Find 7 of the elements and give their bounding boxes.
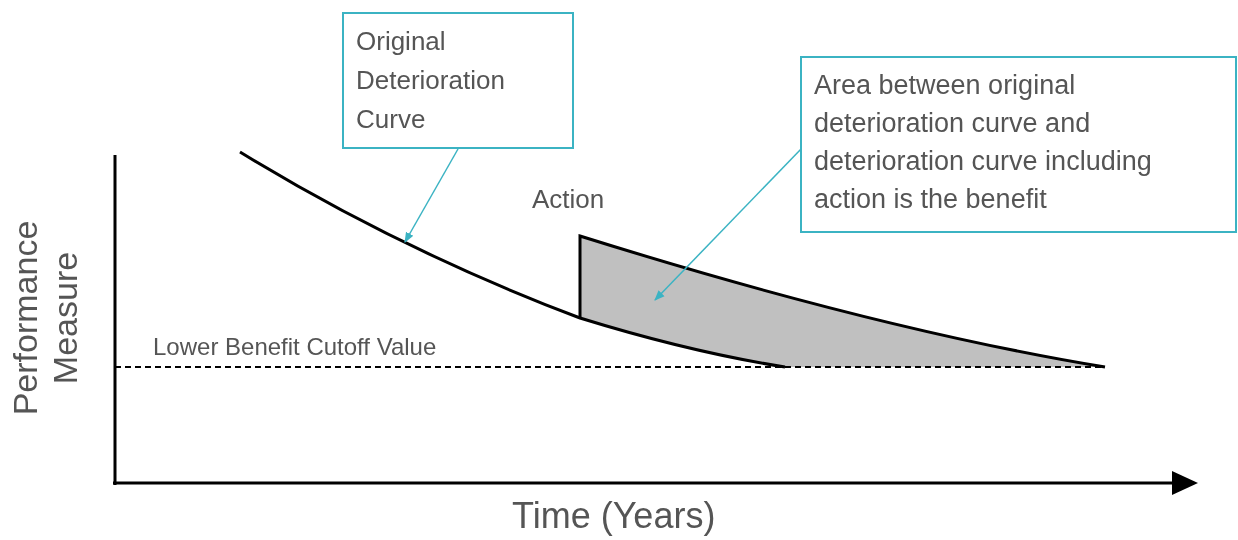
callout-box: Original Deterioration Curve <box>342 12 574 149</box>
x-axis-title: Time (Years) <box>512 495 716 537</box>
cutoff-label: Lower Benefit Cutoff Value <box>153 333 437 361</box>
action-label: Action <box>532 184 605 215</box>
callout-box: Area between original deterioration curve and deterioration curve including action is the benefit <box>800 56 1237 233</box>
y-axis-title: Performance Measure <box>5 219 85 418</box>
leader-line <box>404 148 459 243</box>
